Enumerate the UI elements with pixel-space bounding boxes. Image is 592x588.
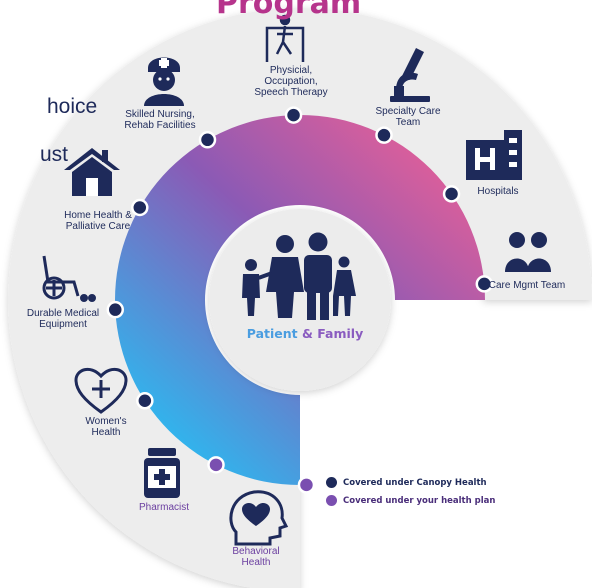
service-dot-0 xyxy=(475,275,494,293)
microscope-icon xyxy=(390,48,430,102)
head-heart-icon xyxy=(229,490,289,546)
center-label-amp: & xyxy=(301,326,313,341)
outer-service-band xyxy=(8,8,592,588)
wheelchair-icon xyxy=(42,255,96,302)
nurse-icon xyxy=(144,57,184,106)
heart-plus-icon xyxy=(74,367,128,414)
house-icon xyxy=(64,148,120,196)
service-label-womens-health: Women's Health xyxy=(85,416,127,438)
family-icon xyxy=(242,232,356,320)
center-label-part2: Family xyxy=(317,326,364,341)
center-label: Patient & Family xyxy=(232,326,378,341)
service-dot-5 xyxy=(131,198,149,217)
gradient-arc xyxy=(115,115,485,485)
service-label-skilled-nursing: Skilled Nursing, Rehab Facilities xyxy=(124,109,196,131)
legend-label-plan: Covered under your health plan xyxy=(343,495,496,506)
service-dot-8 xyxy=(207,456,225,474)
service-label-behavioral-health: Behavioral Health xyxy=(232,546,280,568)
therapy-icon xyxy=(265,14,305,62)
service-label-hospitals: Hospitals xyxy=(477,186,519,197)
team-icon xyxy=(505,232,551,272)
service-dot-6 xyxy=(106,300,125,319)
page-heading: Program xyxy=(216,0,362,21)
center-circle xyxy=(209,209,391,391)
hospital-icon xyxy=(466,130,522,180)
pill-bottle-icon xyxy=(144,448,180,498)
service-dot-2 xyxy=(375,126,393,144)
legend-item-canopy: Covered under Canopy Health xyxy=(326,477,487,488)
legend-dot-plan xyxy=(326,495,337,506)
service-label-dme: Durable Medical Equipment xyxy=(26,308,100,330)
service-dot-3 xyxy=(284,106,303,124)
legend-item-plan: Covered under your health plan xyxy=(326,495,495,506)
legend-label-canopy: Covered under Canopy Health xyxy=(343,477,487,488)
service-dot-7 xyxy=(136,392,154,410)
service-label-home-health: Home Health & Palliative Care xyxy=(64,210,132,232)
legend-dot-canopy xyxy=(326,477,337,488)
service-dot-1 xyxy=(442,185,461,203)
intro-text-line-1: hoice xyxy=(47,95,98,118)
service-label-pharmacist: Pharmacist xyxy=(138,502,189,513)
center-label-part1: Patient xyxy=(246,326,298,341)
service-dot-4 xyxy=(198,131,217,149)
service-label-therapy: Physicial, Occupation, Speech Therapy xyxy=(254,65,328,98)
service-label-care-mgmt: Care Mgmt Team xyxy=(488,280,566,291)
service-label-specialty-care: Specialty Care Team xyxy=(375,106,441,128)
service-dot-9 xyxy=(297,476,316,494)
intro-text-line-2: ust xyxy=(40,143,69,166)
